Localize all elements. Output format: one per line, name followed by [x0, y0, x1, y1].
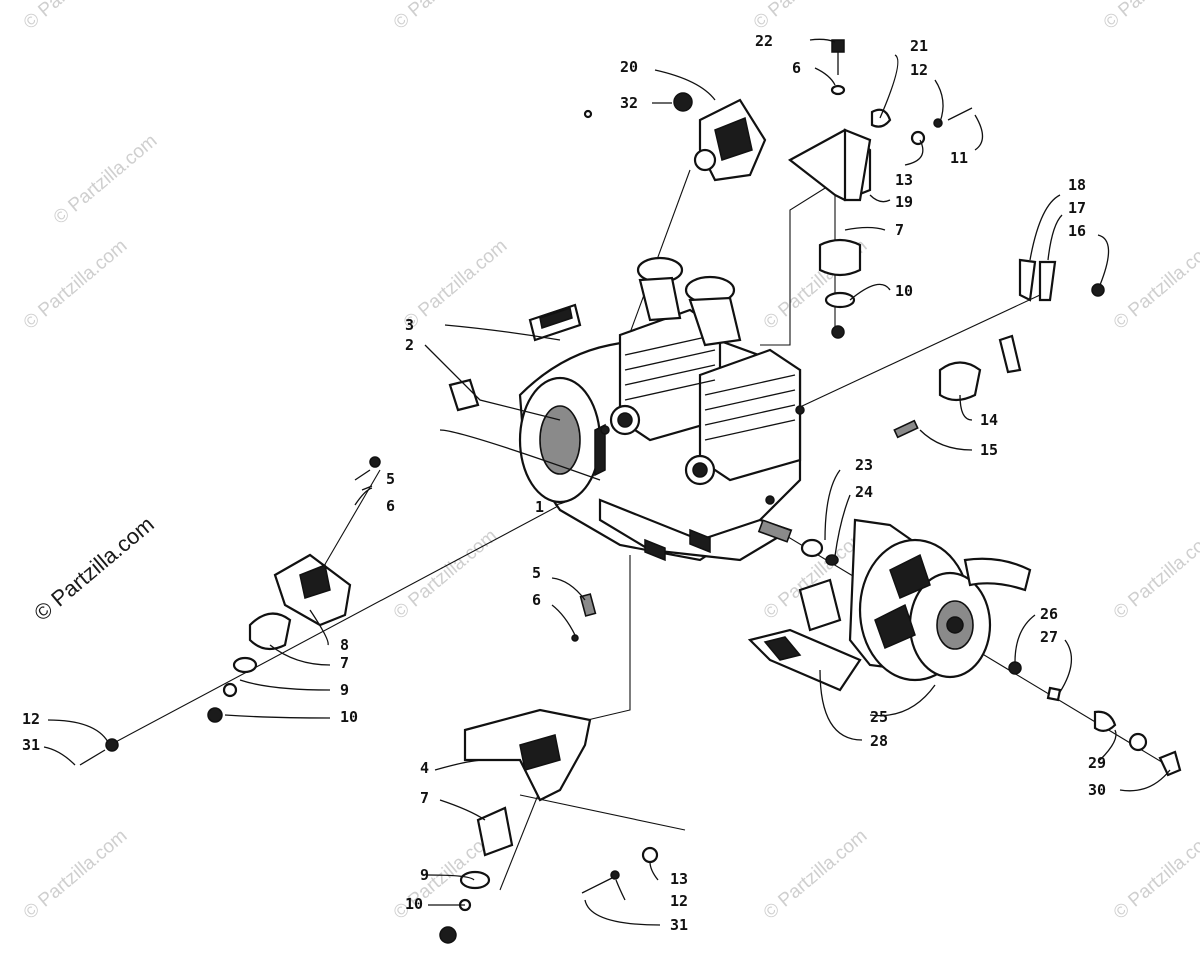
top-front-bracket: [583, 92, 767, 182]
callout-1: 1: [535, 498, 544, 516]
callout-31a: 31: [22, 736, 40, 754]
callout-16: 16: [1068, 222, 1086, 240]
callouts: 1 2 3 4 5 5 6 6 6 7 7 7 8 9 9 10 10 10 1…: [22, 32, 1106, 934]
callout-8: 8: [340, 636, 349, 654]
callout-19: 19: [895, 193, 913, 211]
callout-23: 23: [855, 456, 873, 474]
callout-7b: 7: [420, 789, 429, 807]
callout-22: 22: [755, 32, 773, 50]
exhaust-coupler: [893, 258, 1105, 439]
callout-25: 25: [870, 708, 888, 726]
callout-29: 29: [1088, 754, 1106, 772]
watermark: © Partzilla.com: [1110, 525, 1200, 623]
callout-3: 3: [405, 316, 414, 334]
callout-21: 21: [910, 37, 928, 55]
callout-31b: 31: [670, 916, 688, 934]
callout-7a: 7: [340, 654, 349, 672]
watermark: © Partzilla.com: [750, 0, 862, 34]
callout-6a: 6: [386, 497, 395, 515]
callout-11: 11: [950, 149, 968, 167]
callout-15: 15: [980, 441, 998, 459]
callout-14: 14: [980, 411, 998, 429]
watermark: © Partzilla.com: [1110, 825, 1200, 923]
callout-17: 17: [1068, 199, 1086, 217]
watermark: © Partzilla.com: [50, 130, 162, 228]
callout-12b: 12: [910, 61, 928, 79]
callout-13a: 13: [895, 171, 913, 189]
drive-clutch: [747, 518, 1182, 777]
engine-assembly: [518, 256, 805, 562]
cylinder-fins: [624, 334, 796, 441]
callout-5a: 5: [386, 470, 395, 488]
watermark: © Partzilla.com: [1110, 235, 1200, 333]
callout-9a: 9: [340, 681, 349, 699]
watermark: © Partzilla.com: [20, 825, 132, 923]
watermark: © Partzilla.com: [20, 235, 132, 333]
callout-6b: 6: [532, 591, 541, 609]
callout-2: 2: [405, 336, 414, 354]
left-mount-bracket: [79, 456, 381, 766]
callout-30: 30: [1088, 781, 1106, 799]
leader-lines: [43, 38, 1171, 926]
callout-26: 26: [1040, 605, 1058, 623]
callout-10a: 10: [340, 708, 358, 726]
callout-4: 4: [420, 759, 429, 777]
watermark: © Partzilla.com: [760, 825, 872, 923]
callout-13b: 13: [670, 870, 688, 888]
callout-7c: 7: [895, 221, 904, 239]
callout-27: 27: [1040, 628, 1058, 646]
watermark: © Partzilla.com: [400, 235, 512, 333]
watermark: © Partzilla.com: [390, 525, 502, 623]
watermark: © Partzilla.com: [1100, 0, 1200, 34]
callout-18: 18: [1068, 176, 1086, 194]
callout-6c: 6: [792, 59, 801, 77]
callout-9b: 9: [420, 866, 429, 884]
callout-12c: 12: [670, 892, 688, 910]
watermark: © Partzilla.com: [390, 0, 502, 34]
top-rear-bracket: [787, 39, 973, 339]
watermark: © Partzilla.com: [20, 0, 132, 34]
callout-10b: 10: [405, 895, 423, 913]
callout-32: 32: [620, 94, 638, 112]
callout-10c: 10: [895, 282, 913, 300]
watermark-featured: © Partzilla.com: [29, 511, 159, 625]
engine-brackets-left: [448, 303, 582, 412]
callout-28: 28: [870, 732, 888, 750]
callout-5b: 5: [532, 564, 541, 582]
lower-front-bracket: [439, 593, 659, 944]
callout-20: 20: [620, 58, 638, 76]
callout-24: 24: [855, 483, 873, 501]
callout-12a: 12: [22, 710, 40, 728]
